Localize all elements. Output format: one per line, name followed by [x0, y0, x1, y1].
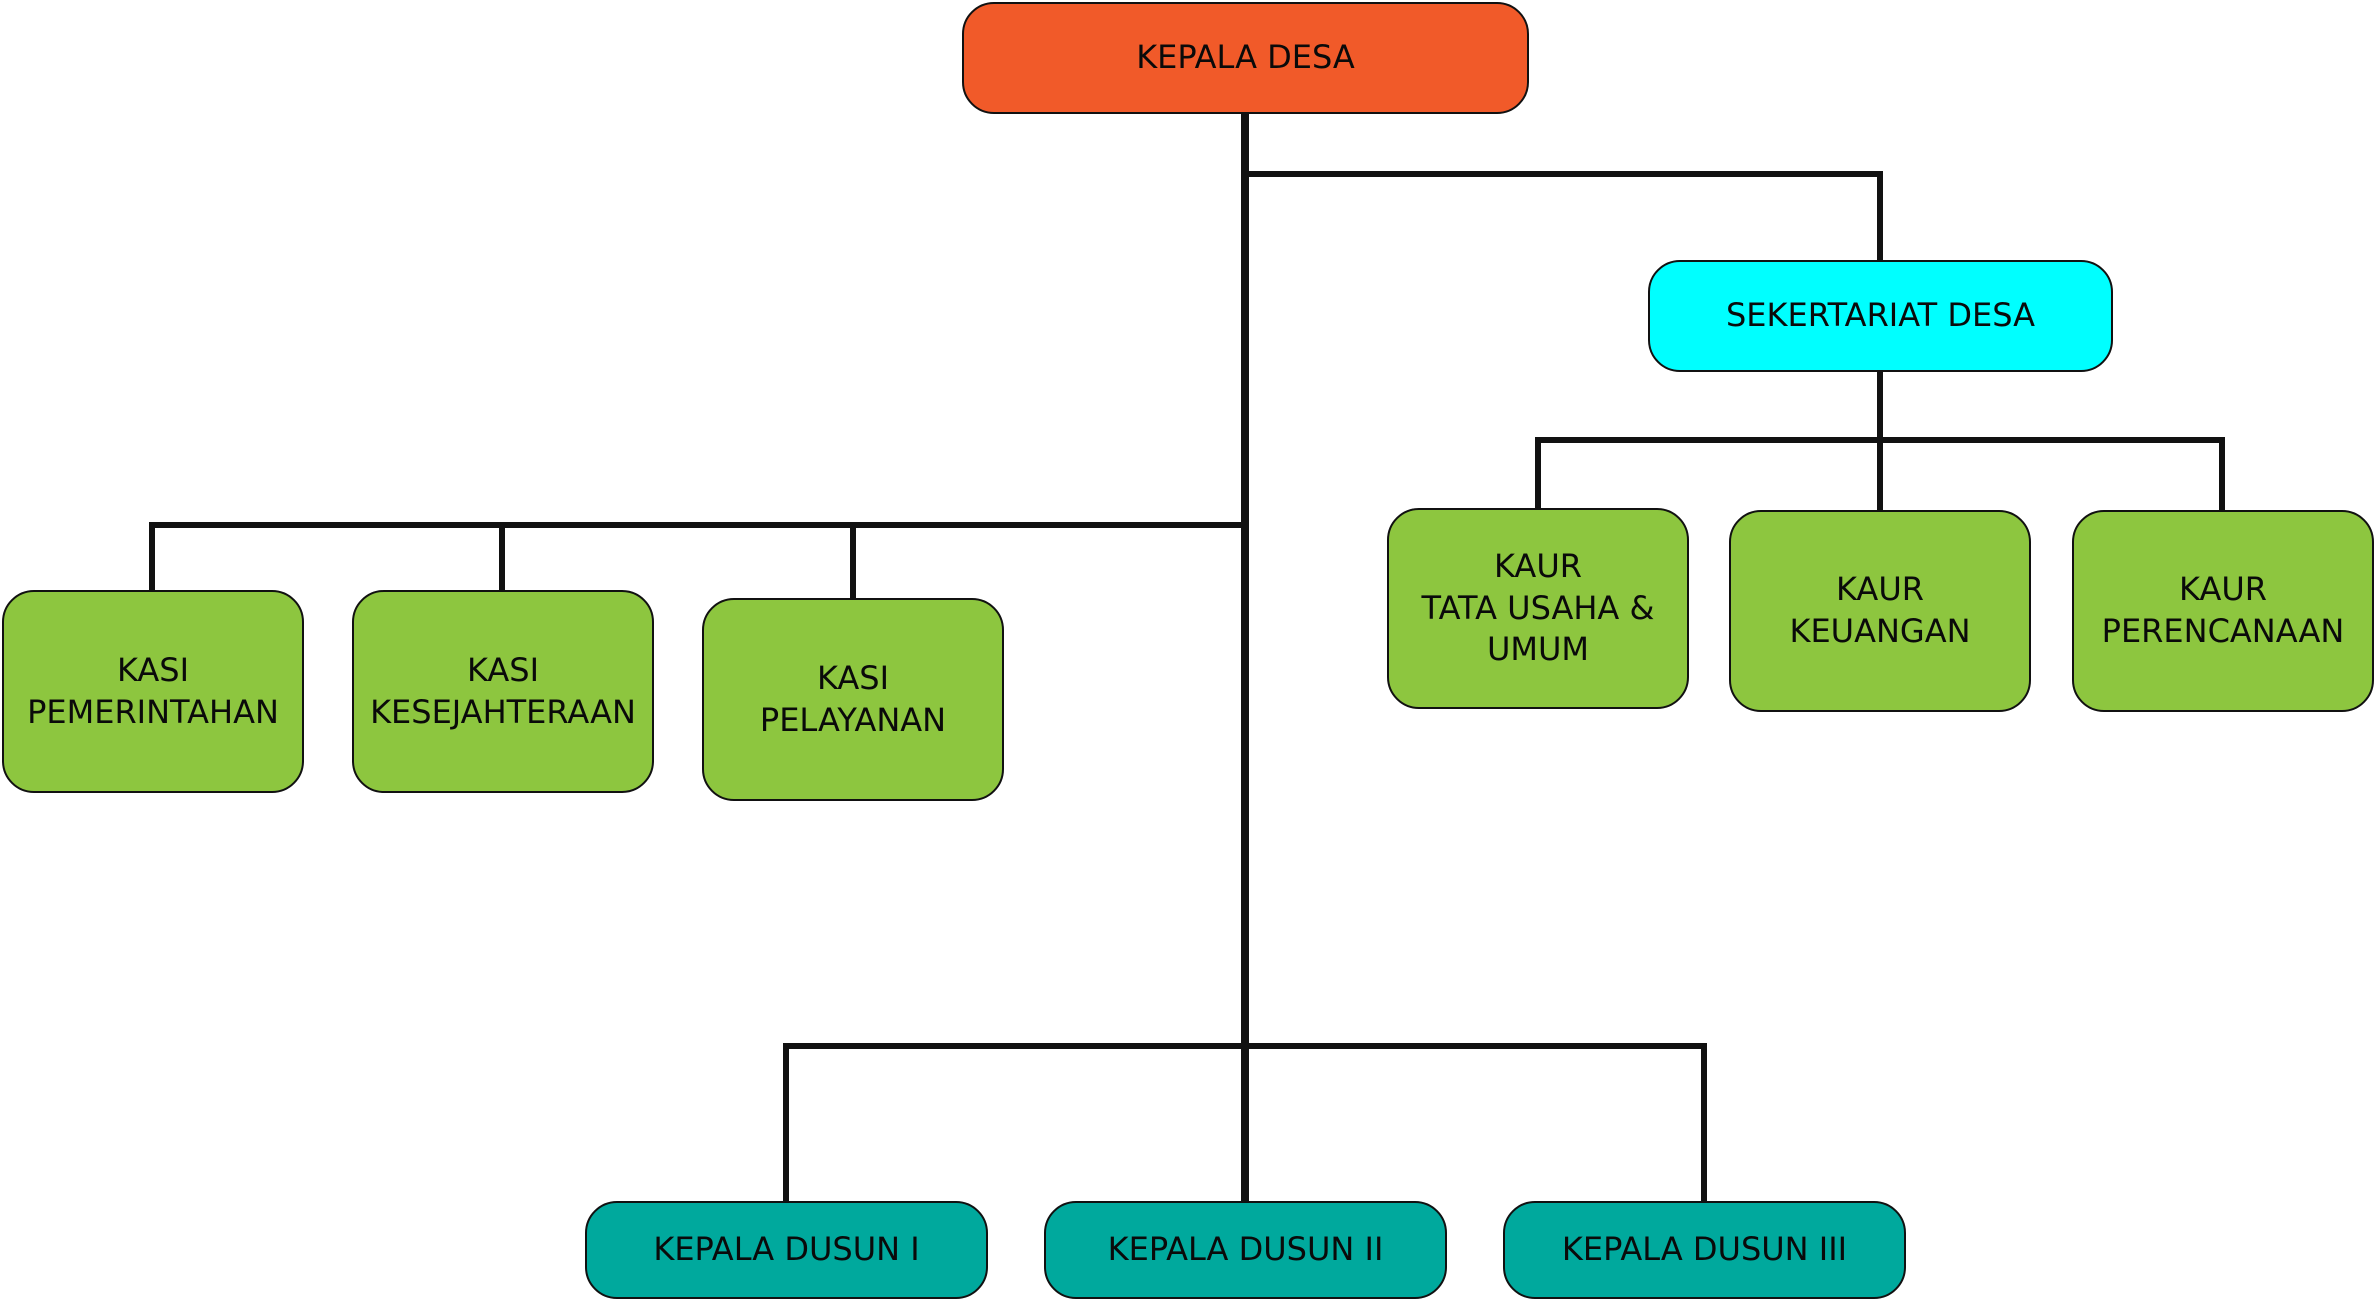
node-kepala-desa: KEPALA DESA — [962, 2, 1529, 114]
node-label: KEPALA DUSUN III — [1561, 1230, 1848, 1269]
node-label: KAUR PERENCANAAN — [2101, 570, 2345, 650]
node-label: KASI KESEJAHTERAAN — [370, 650, 636, 731]
node-kepala-dusun-3: KEPALA DUSUN III — [1503, 1201, 1906, 1299]
node-kepala-dusun-1: KEPALA DUSUN I — [585, 1201, 988, 1299]
node-label: KASI PELAYANAN — [759, 658, 947, 739]
node-kaur-perencanaan: KAUR PERENCANAAN — [2072, 510, 2374, 712]
node-label: KASI PEMERINTAHAN — [27, 650, 279, 731]
node-kasi-kesejahteraan: KASI KESEJAHTERAAN — [352, 590, 654, 793]
node-label: SEKERTARIAT DESA — [1725, 296, 2036, 335]
node-label: KEPALA DUSUN II — [1107, 1230, 1384, 1269]
node-kaur-tata-usaha: KAUR TATA USAHA & UMUM — [1387, 508, 1689, 709]
node-label: KAUR KEUANGAN — [1789, 570, 1971, 650]
node-sekretariat-desa: SEKERTARIAT DESA — [1648, 260, 2113, 372]
node-label: KEPALA DUSUN I — [653, 1230, 920, 1269]
node-label: KEPALA DESA — [1136, 38, 1355, 77]
node-kepala-dusun-2: KEPALA DUSUN II — [1044, 1201, 1447, 1299]
node-kasi-pelayanan: KASI PELAYANAN — [702, 598, 1004, 801]
node-label: KAUR TATA USAHA & UMUM — [1421, 547, 1655, 669]
node-kaur-keuangan: KAUR KEUANGAN — [1729, 510, 2031, 712]
node-kasi-pemerintahan: KASI PEMERINTAHAN — [2, 590, 304, 793]
